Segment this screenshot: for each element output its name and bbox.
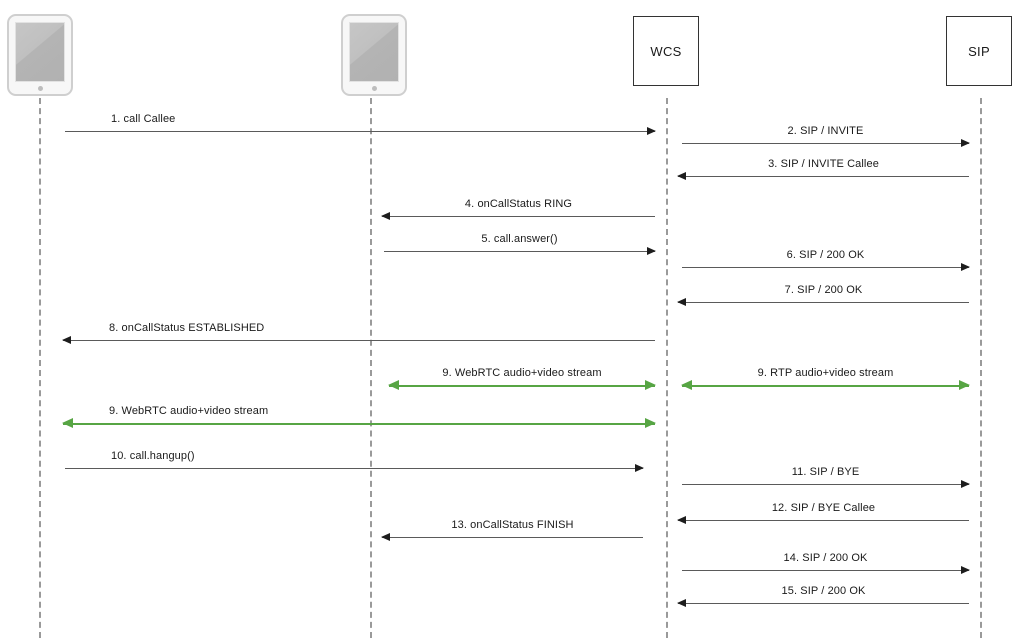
arrowhead-right-icon	[961, 263, 970, 271]
message-label: 13. onCallStatus FINISH	[451, 519, 574, 531]
message-label: 8. onCallStatus ESTABLISHED	[109, 322, 265, 334]
arrowhead-right-icon	[645, 380, 656, 390]
message-label: 14. SIP / 200 OK	[783, 552, 868, 564]
message-line	[682, 143, 969, 144]
arrowhead-right-icon	[961, 566, 970, 574]
lifeline-wcs	[666, 98, 668, 638]
message-label: 3. SIP / INVITE Callee	[768, 158, 879, 170]
message-line	[382, 216, 655, 217]
tablet-screen	[349, 22, 399, 82]
participant-callee-tablet-icon	[341, 14, 407, 96]
tablet-home-button-icon	[371, 86, 377, 91]
lifeline-sip	[980, 98, 982, 638]
arrowhead-left-icon	[677, 172, 686, 180]
message-line	[682, 570, 969, 571]
message-label: 11. SIP / BYE	[791, 466, 860, 478]
arrowhead-left-icon	[388, 380, 399, 390]
arrowhead-right-icon	[959, 380, 970, 390]
arrowhead-right-icon	[647, 127, 656, 135]
arrowhead-left-icon	[62, 336, 71, 344]
arrowhead-left-icon	[381, 533, 390, 541]
arrowhead-left-icon	[677, 298, 686, 306]
message-line	[384, 251, 655, 252]
participant-sip-box: SIP	[946, 16, 1012, 86]
message-line	[65, 468, 643, 469]
message-label: 10. call.hangup()	[111, 450, 195, 462]
lifeline-callee	[370, 98, 372, 638]
arrowhead-left-icon	[62, 418, 73, 428]
arrowhead-right-icon	[961, 480, 970, 488]
participant-sip-label: SIP	[968, 43, 990, 59]
message-label: 6. SIP / 200 OK	[786, 249, 865, 261]
arrowhead-right-icon	[961, 139, 970, 147]
message-line	[63, 423, 655, 425]
message-line	[678, 302, 969, 303]
tablet-home-button-icon	[37, 86, 43, 91]
message-label: 7. SIP / 200 OK	[784, 284, 863, 296]
participant-wcs-label: WCS	[650, 43, 682, 59]
arrowhead-left-icon	[381, 212, 390, 220]
message-line	[389, 385, 655, 387]
participant-wcs-box: WCS	[633, 16, 699, 86]
arrowhead-left-icon	[681, 380, 692, 390]
arrowhead-left-icon	[677, 516, 686, 524]
arrowhead-right-icon	[635, 464, 644, 472]
message-line	[678, 176, 969, 177]
arrowhead-right-icon	[645, 418, 656, 428]
message-label: 15. SIP / 200 OK	[781, 585, 866, 597]
arrowhead-left-icon	[677, 599, 686, 607]
participant-caller-tablet-icon	[7, 14, 73, 96]
message-label: 5. call.answer()	[481, 233, 558, 245]
message-line	[65, 131, 655, 132]
message-label: 12. SIP / BYE Callee	[771, 502, 876, 514]
message-line	[63, 340, 655, 341]
message-line	[682, 484, 969, 485]
tablet-screen	[15, 22, 65, 82]
lifeline-caller	[39, 98, 41, 638]
arrowhead-right-icon	[647, 247, 656, 255]
message-label: 9. RTP audio+video stream	[757, 367, 894, 379]
message-label: 1. call Callee	[111, 113, 176, 125]
message-label: 2. SIP / INVITE	[787, 125, 864, 137]
message-line	[682, 267, 969, 268]
message-label: 9. WebRTC audio+video stream	[442, 367, 602, 379]
message-line	[678, 520, 969, 521]
message-label: 9. WebRTC audio+video stream	[109, 405, 269, 417]
message-line	[678, 603, 969, 604]
message-line	[382, 537, 643, 538]
message-label: 4. onCallStatus RING	[464, 198, 573, 210]
message-line	[682, 385, 969, 387]
